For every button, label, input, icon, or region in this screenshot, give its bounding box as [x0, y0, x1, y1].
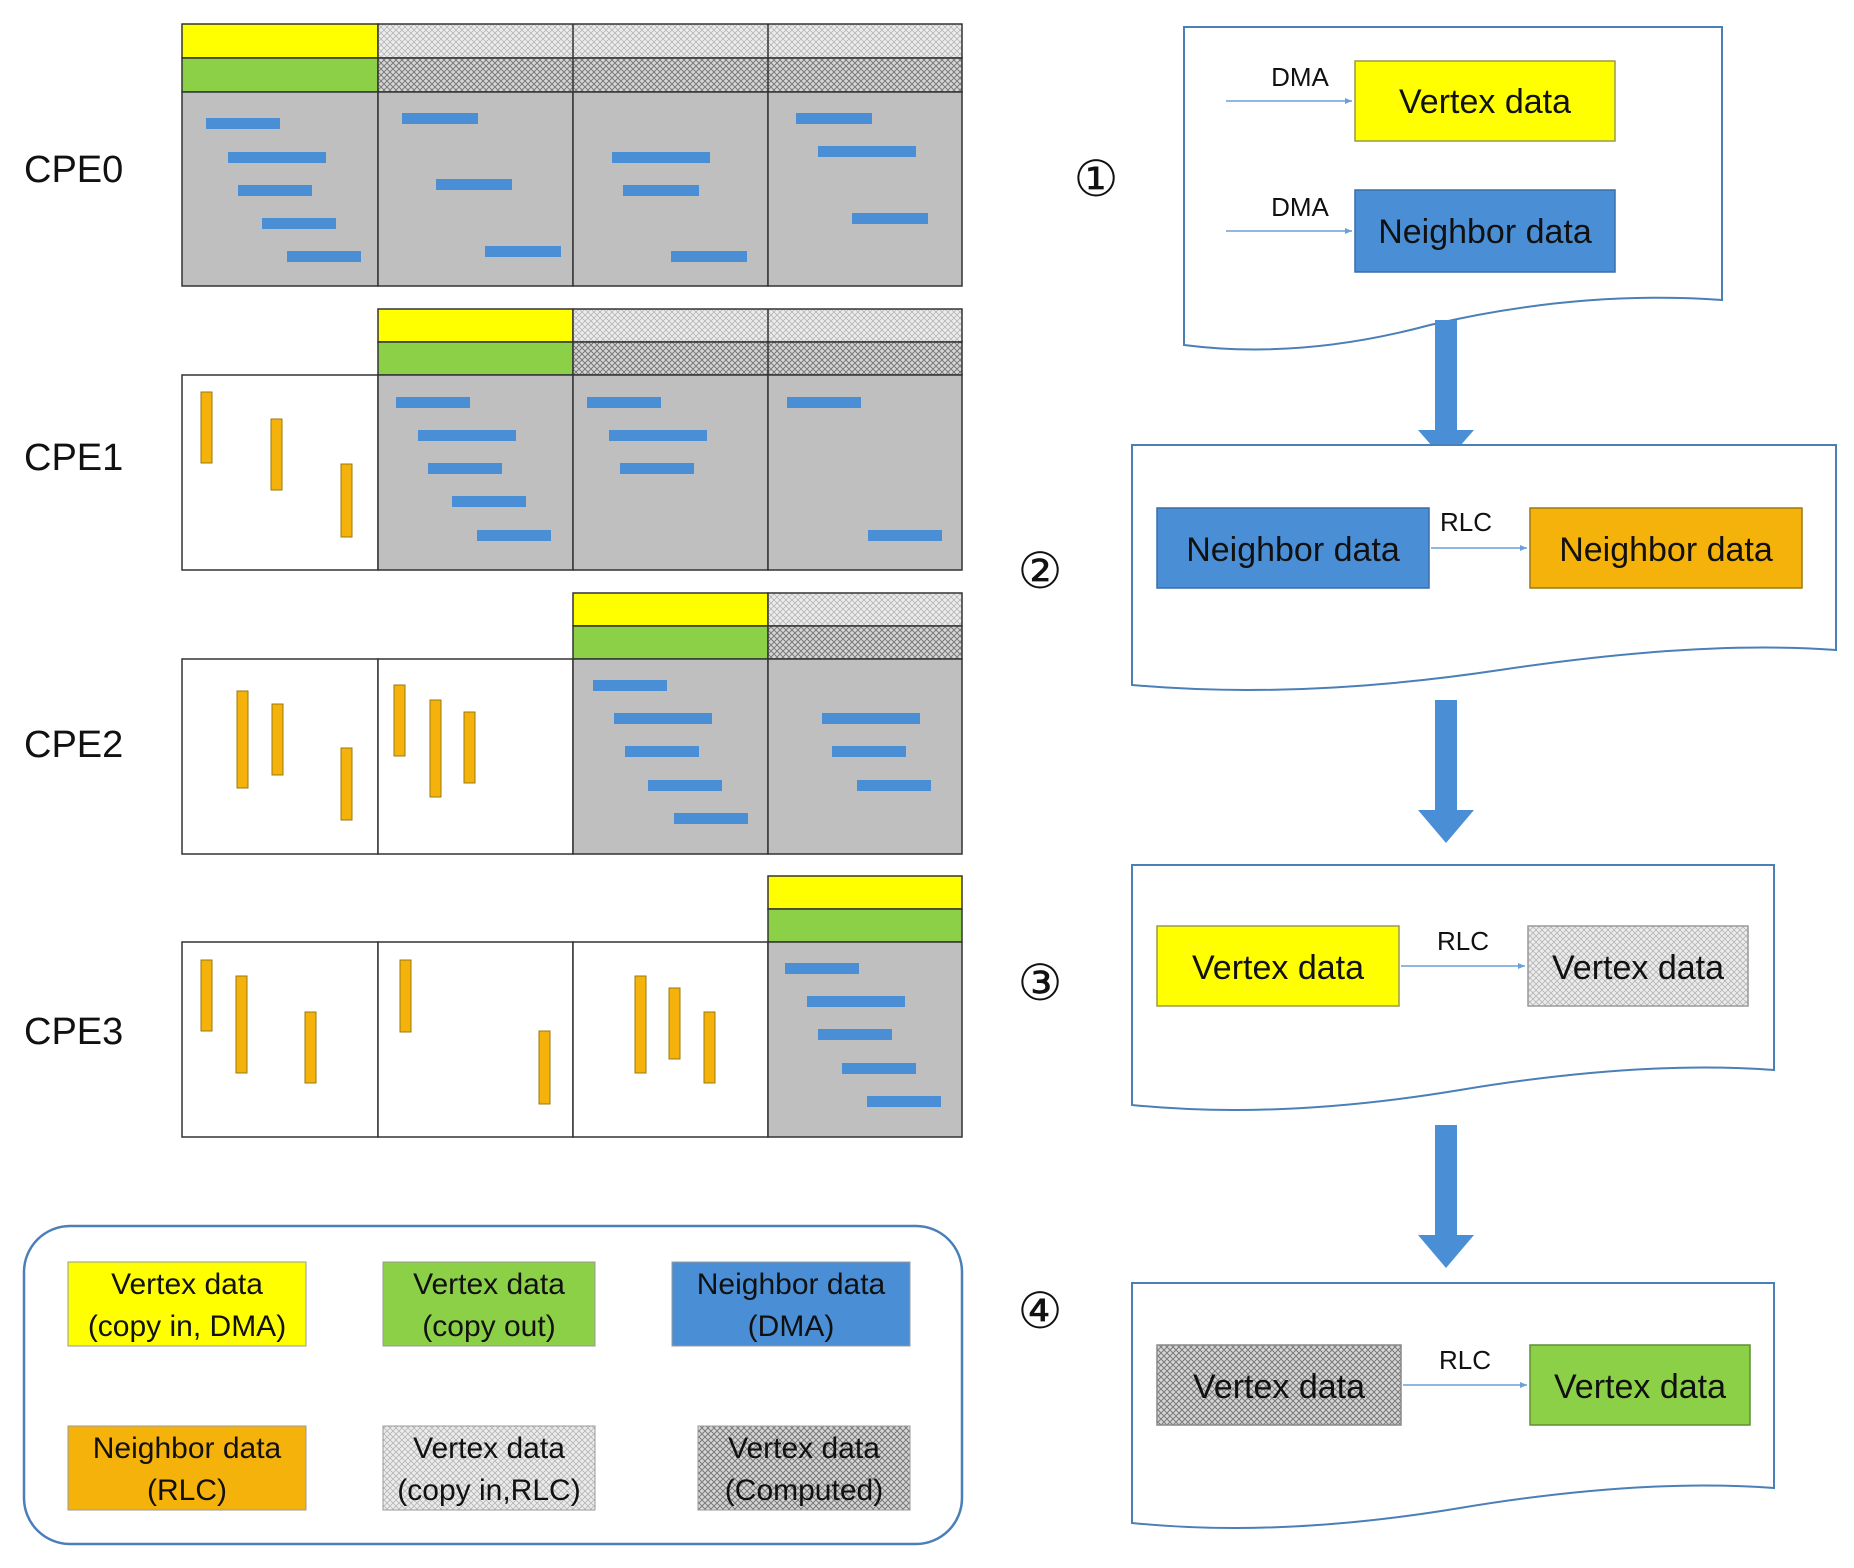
vertex-copy-in-dma-box	[1156, 925, 1400, 1007]
vertex-copy-in-dma-box	[1354, 60, 1616, 142]
legend-label: Vertex data	[728, 1432, 880, 1465]
neighbor-dma-bars	[593, 680, 931, 824]
vertex-copy-out-strip	[377, 341, 574, 376]
step-number: ②	[1018, 543, 1063, 599]
legend-swatch-neighbor-dma	[671, 1261, 911, 1347]
neighbor-dma-bars	[396, 397, 942, 541]
box-label: Vertex data	[1193, 1368, 1365, 1406]
flow-down-arrow	[1418, 1125, 1474, 1268]
legend-label: (DMA)	[748, 1310, 835, 1343]
vertex-copy-in-rlc-box	[1527, 925, 1749, 1007]
neighbor-dma-bars	[785, 963, 941, 1107]
legend-label: Vertex data	[111, 1268, 263, 1301]
neighbor-rlc-box	[1529, 507, 1803, 589]
step-3: ③ Vertex data RLC Vertex data	[1018, 864, 1775, 1111]
box-label: Neighbor data	[1186, 531, 1400, 569]
legend-swatch-vertex-computed	[697, 1425, 911, 1511]
legend-swatch-vertex-copy-out	[382, 1261, 596, 1347]
cpe0-row: CPE0	[24, 23, 963, 287]
cpe-label: CPE0	[24, 149, 123, 191]
computing-block	[767, 91, 963, 287]
cpe2-row: CPE2	[24, 592, 963, 855]
vertex-copy-in-rlc-strip	[377, 23, 963, 59]
vertex-computed-strip	[767, 625, 963, 660]
box-label: Vertex data	[1554, 1368, 1726, 1406]
flow-down-arrow	[1418, 700, 1474, 843]
neighbor-rlc-bars	[200, 391, 353, 538]
vertex-copy-in-dma-strip	[377, 308, 574, 343]
vertex-copy-in-rlc-strip	[767, 592, 963, 627]
neighbor-dma-box	[1156, 507, 1430, 589]
step-document-shape	[1131, 444, 1837, 691]
loading-block	[181, 941, 379, 1138]
step-number: ③	[1018, 955, 1063, 1011]
legend-swatch-vertex-copy-in-dma	[67, 1261, 307, 1347]
legend: Vertex data (copy in, DMA) Vertex data (…	[22, 1224, 964, 1546]
neighbor-dma-bars	[206, 113, 928, 262]
flow-down-arrow	[1418, 320, 1474, 462]
legend-label: (copy in, DMA)	[88, 1310, 286, 1343]
legend-swatch-vertex-copy-in-rlc	[382, 1425, 596, 1511]
neighbor-dma-box	[1354, 189, 1616, 273]
step-number: ①	[1074, 151, 1119, 207]
legend-label: Vertex data	[413, 1432, 565, 1465]
step-1: ① DMA Vertex data DMA Neighbor data	[1074, 26, 1723, 351]
legend-label: (RLC)	[147, 1474, 227, 1507]
arrow-label: DMA	[1271, 192, 1329, 222]
cpe-label: CPE3	[24, 1011, 123, 1053]
vertex-copy-out-strip	[572, 625, 769, 660]
legend-label: (copy out)	[422, 1310, 555, 1343]
legend-label: (Computed)	[725, 1474, 883, 1507]
vertex-copy-in-dma-strip	[767, 875, 963, 910]
legend-label: Neighbor data	[93, 1432, 282, 1465]
cpe3-row: CPE3	[24, 875, 963, 1138]
cpe-label: CPE2	[24, 724, 123, 766]
box-label: Vertex data	[1399, 83, 1571, 121]
vertex-copy-out-box	[1529, 1344, 1751, 1426]
step-number: ④	[1018, 1283, 1063, 1339]
cpe1-row: CPE1	[24, 308, 963, 571]
box-label: Vertex data	[1192, 949, 1364, 987]
arrow-label: DMA	[1271, 62, 1329, 92]
vertex-computed-box	[1156, 1344, 1402, 1426]
arrow-label: RLC	[1437, 926, 1489, 956]
step-2: ② Neighbor data RLC Neighbor data	[1018, 444, 1837, 691]
vertex-copy-in-dma-strip	[572, 592, 769, 627]
cpe-label: CPE1	[24, 437, 123, 479]
vertex-copy-out-strip	[181, 57, 379, 93]
neighbor-rlc-bars	[200, 959, 716, 1105]
arrow-label: RLC	[1440, 507, 1492, 537]
legend-swatch-neighbor-rlc	[67, 1425, 307, 1511]
legend-label: Neighbor data	[697, 1268, 886, 1301]
step-document-shape	[1131, 1282, 1775, 1529]
box-label: Vertex data	[1552, 949, 1724, 987]
legend-label: Vertex data	[413, 1268, 565, 1301]
vertex-copy-out-strip	[767, 908, 963, 943]
step-4: ④ Vertex data RLC Vertex data	[1018, 1282, 1775, 1529]
vertex-computed-strip	[377, 57, 963, 93]
legend-label: (copy in,RLC)	[397, 1474, 580, 1507]
vertex-copy-in-dma-strip	[181, 23, 379, 59]
box-label: Neighbor data	[1559, 531, 1773, 569]
neighbor-rlc-bars	[236, 684, 476, 821]
box-label: Neighbor data	[1378, 213, 1592, 251]
arrow-label: RLC	[1439, 1345, 1491, 1375]
